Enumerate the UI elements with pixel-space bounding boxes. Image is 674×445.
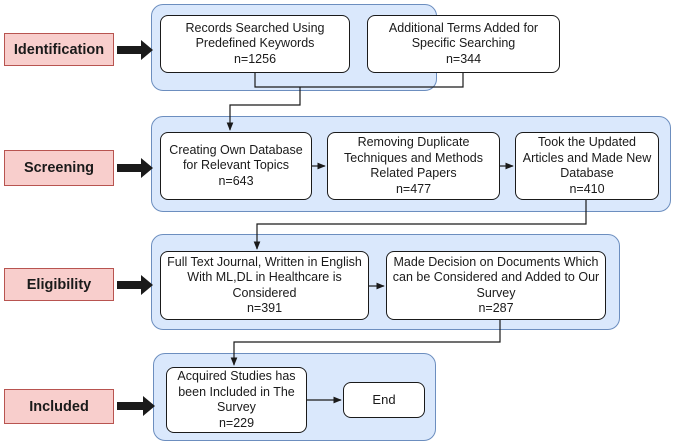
connector-to-own-database	[226, 87, 301, 131]
stage-arrow-included	[117, 396, 155, 416]
updated-articles-box: Took the Updated Articles and Made New D…	[515, 132, 659, 200]
stage-eligibility: Eligibility	[4, 268, 114, 301]
connector-to-acquired	[230, 320, 501, 366]
records-searched-box: Records Searched Using Predefined Keywor…	[160, 15, 350, 73]
connector-identification-merge	[254, 73, 464, 88]
full-text-box: Full Text Journal, Written in English Wi…	[160, 251, 369, 320]
stage-arrow-screening	[117, 158, 153, 178]
remove-duplicates-box: Removing Duplicate Techniques and Method…	[327, 132, 500, 200]
stage-arrows	[117, 40, 155, 416]
additional-terms-box: Additional Terms Added for Specific Sear…	[367, 15, 560, 73]
acquired-box: Acquired Studies has been Included in Th…	[166, 367, 307, 433]
stage-arrow-identification	[117, 40, 153, 60]
own-database-box: Creating Own Database for Relevant Topic…	[160, 132, 312, 200]
connector-to-full-text	[253, 200, 587, 250]
stage-included: Included	[4, 389, 114, 424]
end-box: End	[343, 382, 425, 418]
decision-box: Made Decision on Documents Which can be …	[386, 251, 606, 320]
stage-screening: Screening	[4, 150, 114, 186]
stage-identification: Identification	[4, 33, 114, 66]
stage-arrow-eligibility	[117, 275, 153, 295]
flow-connectors	[226, 73, 587, 404]
